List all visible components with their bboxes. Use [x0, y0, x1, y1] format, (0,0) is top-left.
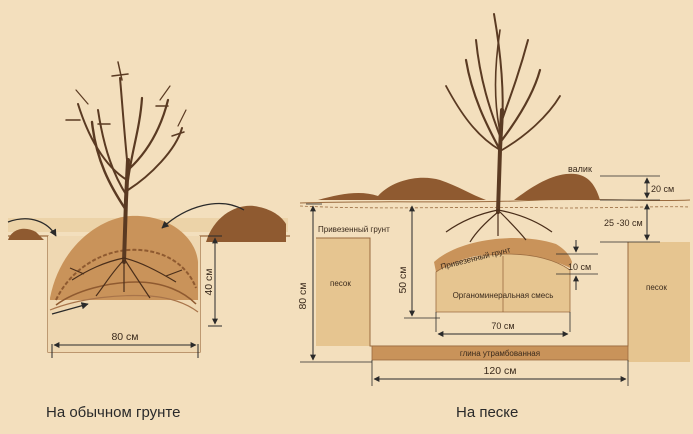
mix-label: Органоминеральная смесь	[453, 291, 554, 300]
right-ground-surface	[299, 198, 691, 204]
mound-thickness-dimension: 10 см	[556, 240, 598, 290]
left-arrow-bottom	[51, 302, 89, 315]
imported-soil-left	[316, 238, 370, 346]
ridge-height-label: 20 см	[651, 184, 674, 194]
mound-thickness-label: 10 см	[568, 262, 591, 272]
left-diagram: 80 см 40 см	[7, 61, 290, 358]
left-tree	[65, 61, 187, 264]
mound-soil	[434, 238, 572, 272]
right-tree	[445, 13, 561, 214]
ridge-right	[514, 173, 600, 200]
sand-left-label: песок	[330, 279, 351, 288]
left-width-dimension: 80 см	[51, 331, 199, 358]
topsoil-depth-dimension: 25 -30 см	[600, 203, 660, 243]
sand-right	[628, 242, 690, 362]
ridge-height-dimension: 20 см	[600, 175, 674, 201]
left-soil-heap-right	[206, 205, 286, 242]
left-depth-dimension: 40 см	[203, 235, 222, 327]
mix-width-label: 70 см	[491, 321, 514, 331]
ridge-label: валик	[568, 164, 592, 174]
mix-width-dimension: 70 см	[435, 312, 571, 337]
right-ground-surface-2	[299, 205, 691, 209]
pit-depth-label: 80 см	[297, 282, 309, 309]
clay-base	[371, 345, 629, 361]
left-width-label: 80 см	[111, 331, 138, 343]
ridge-left	[318, 177, 486, 200]
pit-outline	[316, 237, 629, 347]
left-arrow-left	[7, 218, 57, 237]
right-roots	[445, 209, 553, 243]
caption-sand: На песке	[456, 404, 519, 421]
left-roots	[69, 257, 183, 299]
pit-depth-dimension: 80 см	[297, 203, 372, 363]
sand-right-label: песок	[646, 283, 667, 292]
topsoil-depth-label: 25 -30 см	[604, 218, 643, 228]
clay-label: глина утрамбованная	[460, 349, 540, 358]
mound-depth-dimension: 50 см	[397, 205, 440, 319]
left-arrow-right	[161, 202, 245, 229]
total-width-label: 120 см	[484, 365, 517, 377]
left-soil-heap-left	[8, 228, 44, 240]
total-width-dimension: 120 см	[371, 360, 629, 386]
imported-soil-label: Привезенный грунт	[318, 225, 390, 234]
caption-ordinary-soil: На обычном грунте	[46, 404, 181, 421]
left-depth-label: 40 см	[203, 268, 215, 295]
right-diagram: валик Привезенный грунт Привезенный грун…	[297, 13, 691, 386]
mound-depth-label: 50 см	[397, 266, 409, 293]
